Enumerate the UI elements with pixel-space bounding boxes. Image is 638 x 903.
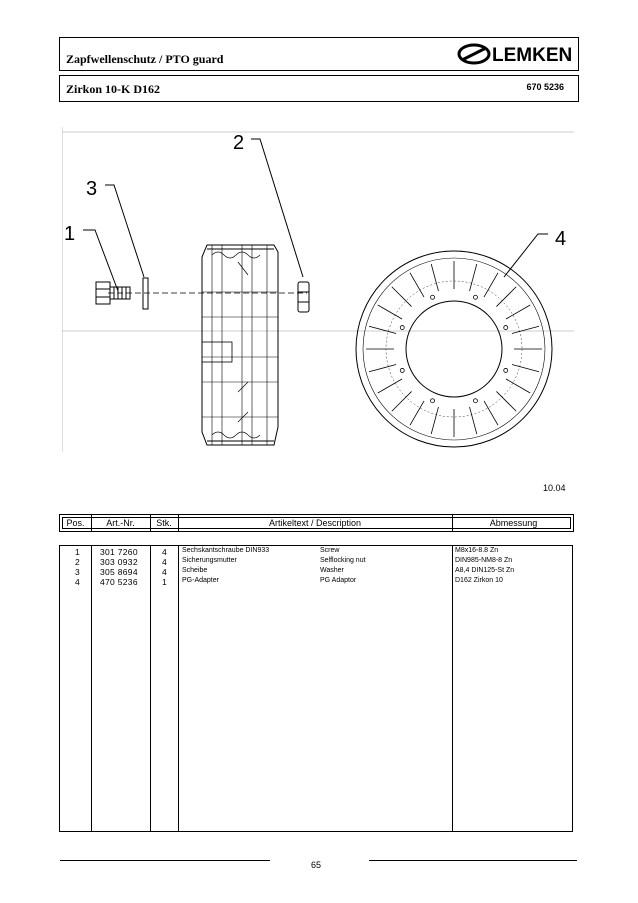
row-dim: DIN985-NM8-8 Zn [455, 557, 513, 564]
row-pos: 1 [75, 547, 80, 557]
row-stk: 4 [162, 567, 167, 577]
model-box: Zirkon 10-K D162 670 5236 [59, 75, 579, 102]
ring-slot [377, 378, 403, 394]
row-pos: 2 [75, 557, 80, 567]
row-desc-de: Scheibe [182, 567, 208, 574]
ring-slot [511, 364, 540, 373]
ring-slot [469, 263, 478, 292]
ring-slot [496, 286, 517, 307]
row-dim: A8,4 DIN125-St Zn [455, 567, 515, 574]
ring-slot [430, 406, 439, 435]
bolt-hole [430, 398, 435, 404]
logo-icon: LEMKEN [457, 43, 572, 66]
exploded-drawing: 1 2 3 4 [62, 127, 574, 452]
ring-slot [496, 391, 517, 412]
row-desc-en: Screw [320, 547, 340, 554]
row-dim: D162 Zirkon 10 [455, 577, 503, 584]
ring-slot [483, 400, 499, 426]
row-desc-de: Sicherungsmutter [182, 557, 237, 564]
header-stk: Stk. [156, 518, 172, 528]
lemken-logo: LEMKEN [456, 40, 578, 68]
row-desc-en: PG Adaptor [320, 577, 357, 584]
logo-text: LEMKEN [492, 45, 572, 66]
bolt-hole [399, 368, 405, 373]
row-desc-en: Selflocking nut [320, 557, 366, 564]
ring-slot [391, 391, 412, 412]
row-dim: M8x16-8.8 Zn [455, 547, 499, 554]
row-desc-en: Washer [320, 567, 344, 574]
bolt-hole [473, 398, 478, 404]
ring-slot [430, 263, 439, 292]
ring-slot [377, 304, 403, 320]
title-box: Zapfwellenschutz / PTO guard [59, 37, 579, 71]
callout-1: 1 [64, 223, 75, 245]
row-art: 303 0932 [100, 557, 138, 567]
ring-slot [469, 406, 478, 435]
table-header: Pos. Art.-Nr. Stk. Artikeltext / Descrip… [59, 514, 574, 532]
callout-2: 2 [233, 132, 244, 154]
header-art: Art.-Nr. [106, 518, 135, 528]
ring-slot [409, 400, 425, 426]
header-desc: Artikeltext / Description [268, 518, 362, 528]
footer-rule-right [369, 860, 577, 861]
table-row: 4 470 5236 1 PG-Adapter PG Adaptor D162 … [60, 577, 574, 587]
revision-date: 10.04 [543, 483, 566, 493]
header-pos: Pos. [66, 518, 85, 528]
row-desc-de: PG-Adapter [182, 577, 219, 584]
ring-slot [409, 272, 425, 298]
row-art: 301 7260 [100, 547, 138, 557]
ring-slot [368, 364, 397, 373]
footer-rule-left [60, 860, 270, 861]
bolt-hole [503, 368, 509, 373]
row-stk: 4 [162, 547, 167, 557]
ring-slot [391, 286, 412, 307]
header-dim: Abmessung [489, 518, 538, 528]
row-art: 470 5236 [100, 577, 138, 587]
bolt-hole [399, 325, 405, 330]
document-title: Zapfwellenschutz / PTO guard [66, 52, 224, 66]
callout-3: 3 [86, 178, 97, 200]
row-stk: 4 [162, 557, 167, 567]
row-pos: 4 [75, 577, 80, 587]
bolt-hole [503, 325, 509, 330]
bolt-hole [430, 294, 435, 300]
table-row: 2 303 0932 4 Sicherungsmutter Selflockin… [60, 557, 574, 567]
row-desc-de: Sechskantschraube DIN933 [182, 547, 270, 554]
row-art: 305 8694 [100, 567, 138, 577]
row-stk: 1 [162, 577, 167, 587]
part-number: 670 5236 [526, 82, 564, 92]
callout-4: 4 [555, 228, 566, 250]
ring-slot [505, 304, 531, 320]
ring-slot [505, 378, 531, 394]
table-row: 3 305 8694 4 Scheibe Washer A8,4 DIN125-… [60, 567, 574, 577]
ring-slot [368, 325, 397, 334]
model-name: Zirkon 10-K D162 [66, 82, 161, 96]
table-row: 1 301 7260 4 Sechskantschraube DIN933 Sc… [60, 547, 574, 557]
page-number: 65 [311, 860, 322, 870]
bolt-hole [473, 294, 478, 300]
row-pos: 3 [75, 567, 80, 577]
parts-table: 1 301 7260 4 Sechskantschraube DIN933 Sc… [59, 545, 573, 832]
ring-slot [483, 272, 499, 298]
ring-slot [511, 325, 540, 334]
